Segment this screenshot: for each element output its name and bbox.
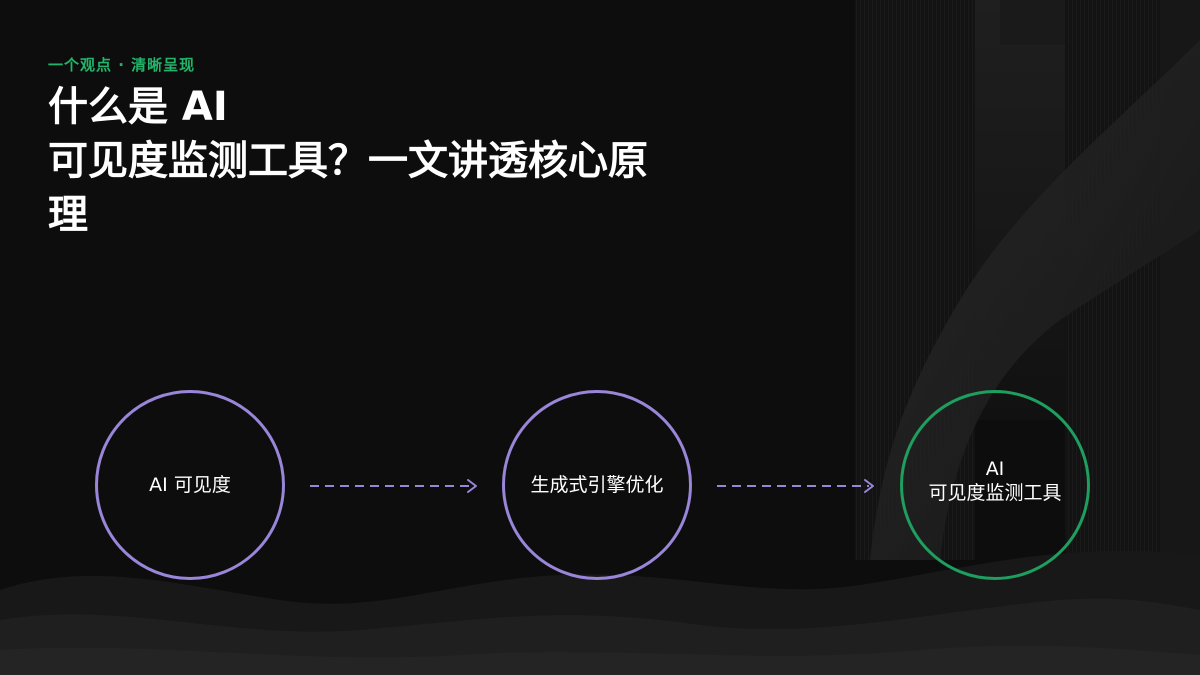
node-label-line: AI 可见度 [149,474,231,496]
slide-kicker: 一个观点 · 清晰呈现 [48,56,196,74]
node-label-line: AI [985,458,1005,480]
flow-node-ai-visibility-tool: AI 可见度监测工具 [900,390,1090,580]
slide-title: 什么是 AI 可见度监测工具？一文讲透核心原 理 [48,80,808,242]
title-line: 理 [48,192,88,238]
flow-arrow-1 [310,479,477,493]
title-line: 可见度监测工具？一文讲透核心原 [48,138,648,184]
node-label: AI 可见度 [149,473,231,497]
title-line: 什么是 AI [48,84,228,130]
node-label-line: 生成式引擎优化 [530,474,664,496]
flow-node-ai-visibility: AI 可见度 [95,390,285,580]
node-label-line: 可见度监测工具 [928,482,1062,504]
node-label: AI 可见度监测工具 [928,457,1061,505]
flow-node-geo: 生成式引擎优化 [502,390,692,580]
flow-arrow-2 [717,479,874,493]
node-label: 生成式引擎优化 [530,473,663,497]
